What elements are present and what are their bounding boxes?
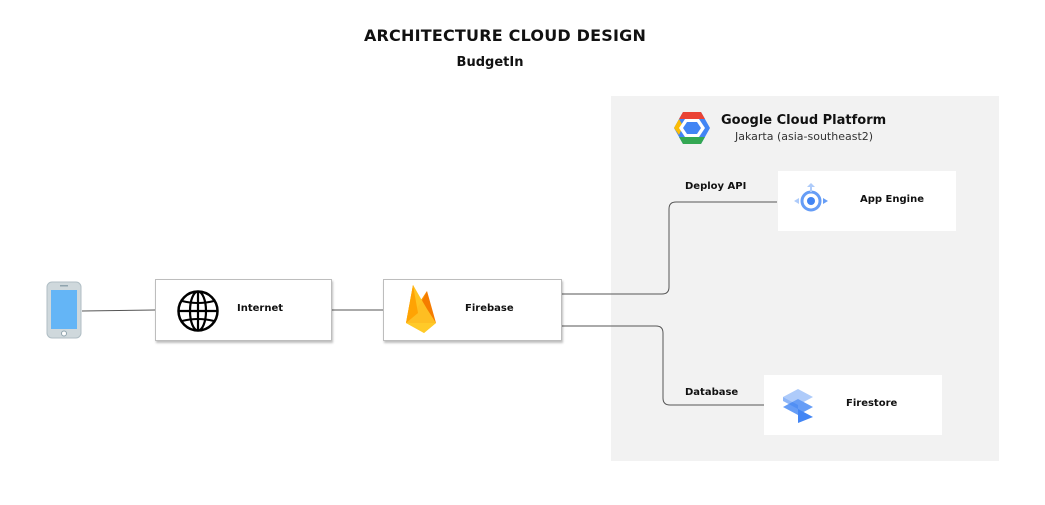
- edge-firebase-appengine: [562, 201, 777, 295]
- firebase-icon: [403, 283, 443, 335]
- smartphone-icon: [46, 281, 82, 339]
- gcp-region: Jakarta (asia-southeast2): [735, 130, 874, 143]
- globe-icon: [176, 289, 220, 333]
- firestore-icon: [781, 387, 815, 423]
- app-engine-node[interactable]: App Engine: [778, 171, 956, 231]
- diagram-title: ARCHITECTURE CLOUD DESIGN: [363, 26, 647, 45]
- app-engine-icon: [792, 183, 830, 217]
- firestore-node[interactable]: Firestore: [764, 375, 942, 435]
- deploy-api-label: Deploy API: [685, 181, 747, 192]
- database-label: Database: [685, 387, 739, 398]
- gcp-title: Google Cloud Platform: [721, 113, 887, 128]
- edge-phone-internet: [81, 309, 156, 312]
- internet-node[interactable]: Internet: [155, 279, 332, 341]
- firebase-label: Firebase: [465, 303, 514, 314]
- edge-firebase-firestore: [562, 325, 764, 406]
- firebase-node[interactable]: Firebase: [383, 279, 562, 341]
- internet-label: Internet: [237, 303, 284, 314]
- diagram-subtitle: BudgetIn: [456, 55, 524, 70]
- google-cloud-logo-icon: [673, 110, 711, 146]
- firestore-label: Firestore: [846, 398, 898, 409]
- app-engine-label: App Engine: [860, 194, 924, 205]
